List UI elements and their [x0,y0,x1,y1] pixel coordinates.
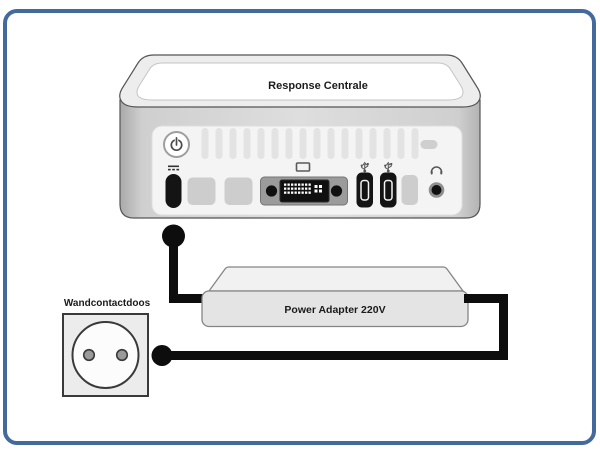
vent-slat [271,128,279,159]
dvi-pin [298,187,301,190]
usb-icon-part [384,161,392,171]
device-top-surface [136,62,464,101]
usb-icon-part [360,164,363,167]
usb-icon-part [390,163,393,165]
dc-power-icon [168,165,180,171]
dvi-pin [308,191,311,194]
power-adapter: Power Adapter 220V [201,266,469,328]
blank-port [401,175,418,205]
usb-icon-part [361,161,369,171]
cable-adapter-to-outlet [151,294,508,366]
headphones-icon [430,166,443,175]
dvi-pin [319,185,322,188]
response-centrale-device: Response Centrale [119,54,481,219]
dvi-pin [305,187,308,190]
vent-slat [243,128,251,159]
dvi-pin [301,187,304,190]
adapter-label: Power Adapter 220V [284,304,385,316]
vent-slat [327,128,335,159]
usb-icon-part [386,169,390,173]
dvi-pin [298,183,301,186]
vent-slat [397,128,405,159]
display-icon [295,162,311,172]
power-icon [163,131,190,158]
usb-icon [384,161,393,173]
vent-slat [369,128,377,159]
vent-slat [229,128,237,159]
dvi-pin [298,191,301,194]
dvi-pin [305,191,308,194]
dvi-port [260,176,348,206]
outlet-socket [71,321,140,389]
dvi-pin [319,189,322,193]
usb-icon-part [366,163,369,165]
power-inlet-port [165,174,182,208]
vent-slat [313,128,321,159]
vent-slat [285,128,293,159]
usb-port [356,172,373,208]
usb-icon-part [384,164,387,167]
vent-slat [201,128,209,159]
adapter-top-face [207,266,465,292]
vent-slat [299,128,307,159]
dvi-pin [294,187,297,190]
vent-slat [341,128,349,159]
usb-port [380,172,397,208]
security-lock-slot-icon [420,140,438,149]
vent-slat [411,128,419,159]
outlet-pin-hole [115,348,129,362]
outlet-label: Wandcontactdoos [64,298,151,309]
vent-slat [257,128,265,159]
dvi-pin [287,191,290,194]
dvi-pin [308,187,311,190]
dvi-pin [291,183,294,186]
dvi-pin [294,191,297,194]
dvi-pin [294,183,297,186]
dvi-pin [291,187,294,190]
headphone-jack [428,182,445,198]
device-label: Response Centrale [268,80,368,92]
blank-port [187,177,216,205]
dvi-pin [308,183,311,186]
dvi-pin [287,183,290,186]
dvi-pin [301,183,304,186]
dvi-pin [284,191,287,194]
vent-slat [215,128,223,159]
usb-icon-part [363,169,367,173]
usb-icon [360,161,369,173]
wall-outlet: Wandcontactdoos [62,298,151,397]
dvi-pin [291,191,294,194]
dvi-pin-grid [284,183,322,194]
dvi-pin [284,183,287,186]
vent-slat [383,128,391,159]
vent-slat [355,128,363,159]
adapter-front-face [201,290,469,328]
blank-port [224,177,253,205]
outlet-pin-hole [82,348,96,362]
dvi-pin [287,187,290,190]
vent-grille [201,128,419,159]
dvi-pin [301,191,304,194]
dvi-pin [305,183,308,186]
dvi-pin [314,189,318,193]
dvi-pin [284,187,287,190]
dvi-pin [314,185,318,188]
plug-connector-dot [151,345,173,366]
cable-device-to-adapter [162,224,206,303]
